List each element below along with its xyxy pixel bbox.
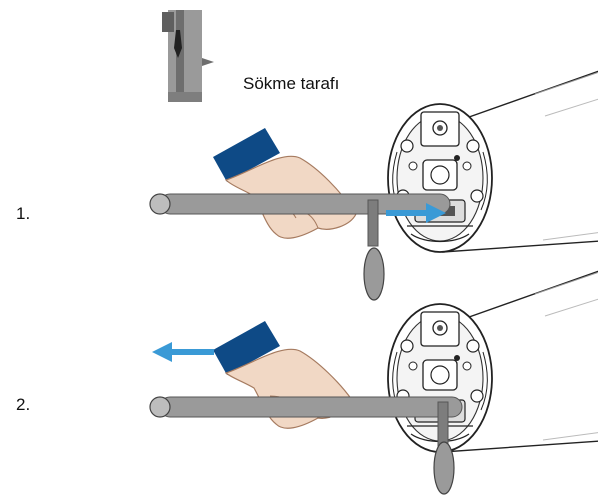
motor-head-step-2: [388, 266, 598, 452]
removal-side-label: Sökme tarafı: [243, 74, 339, 94]
step-number-2: 2.: [16, 395, 30, 415]
hand-step-1: [213, 128, 356, 238]
screwdriver-symbol-icon: [162, 10, 214, 102]
step-number-1: 1.: [16, 204, 30, 224]
motor-head-step-1: [388, 66, 598, 252]
pull-arrow-icon-step-2: [152, 342, 214, 362]
rod-step-2: [150, 397, 462, 494]
rod-step-1: [150, 194, 450, 300]
